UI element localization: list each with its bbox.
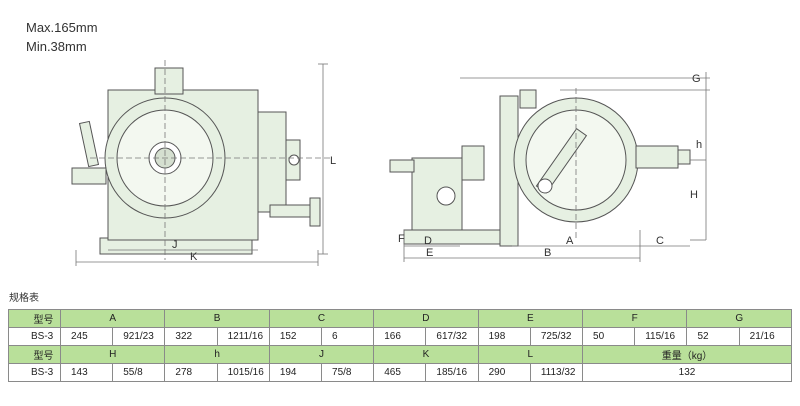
front-crank-arm (269, 204, 316, 218)
range-notes: Max.165mm Min.38mm (26, 18, 98, 56)
table-cell: 1113/32 (529, 363, 584, 382)
table-cell: 278 (164, 363, 218, 382)
table-cell: 166 (373, 327, 427, 346)
header-col-H: H (59, 345, 166, 364)
dim-H-label: H (690, 189, 698, 201)
header-model: 型号 (8, 309, 61, 328)
table-cell: 55/8 (112, 363, 166, 382)
table-cell: 6 (321, 327, 375, 346)
table-cell: 143 (59, 363, 114, 382)
table-row: BS-3 245 921/23 322 1211/16 152 6 166 61… (8, 327, 793, 346)
table-cell: 290 (477, 363, 531, 382)
spec-table-title: 规格表 (9, 293, 39, 304)
header-col-K: K (373, 345, 479, 364)
table-header-row-1: 型号 A B C D E F G (8, 309, 792, 328)
table-cell: 245 (59, 327, 114, 346)
table-cell: 921/23 (112, 327, 166, 346)
side-top-knob (519, 89, 537, 109)
dim-C-label: C (656, 235, 664, 247)
dim-G-label: G (692, 73, 701, 85)
front-crank-handle (309, 197, 321, 227)
table-cell: 1015/16 (216, 363, 270, 382)
front-index-pin (288, 154, 300, 166)
spec-table: 型号 A B C D E F G BS-3 245 921/23 322 121… (8, 309, 793, 382)
table-cell: 1211/16 (216, 327, 270, 346)
table-cell: 617/32 (425, 327, 479, 346)
row1-model: BS-3 (8, 327, 61, 346)
side-lever-knob (537, 178, 553, 194)
table-cell: 52 (686, 327, 740, 346)
table-cell: 725/32 (529, 327, 584, 346)
header-col-J: J (268, 345, 375, 364)
dim-F-label: F (398, 233, 405, 245)
front-side-plate (257, 111, 287, 213)
side-tail-handle (389, 159, 415, 173)
dim-L-label: L (330, 155, 336, 167)
row2-model: BS-3 (8, 363, 61, 382)
table-cell: 322 (164, 327, 218, 346)
table-cell: 21/16 (738, 327, 793, 346)
side-spindle (635, 145, 679, 169)
dim-A-label: A (566, 235, 574, 247)
header-col-F: F (582, 309, 688, 328)
table-cell: 152 (268, 327, 323, 346)
side-tail-hub (436, 186, 456, 206)
side-base (403, 229, 501, 245)
max-note: Max.165mm (26, 20, 98, 35)
front-handle-left (78, 120, 100, 168)
side-tail-center (461, 145, 485, 181)
dim-J-label: J (172, 239, 178, 251)
table-cell: 75/8 (321, 363, 375, 382)
header-model-2: 型号 (8, 345, 61, 364)
weight-cell: 132 (582, 363, 792, 382)
front-top-clamp (154, 67, 184, 95)
dim-K-label: K (190, 251, 198, 263)
technical-drawing: L J K G h H F D E A B C (71, 60, 710, 266)
table-cell: 198 (477, 327, 531, 346)
header-col-B: B (164, 309, 270, 328)
header-col-G: G (686, 309, 792, 328)
table-cell: 185/16 (425, 363, 479, 382)
header-col-D: D (373, 309, 479, 328)
table-cell: 115/16 (634, 327, 688, 346)
header-col-h: h (164, 345, 270, 364)
front-lever-left (71, 167, 107, 185)
header-col-A: A (59, 309, 166, 328)
dim-B-label: B (544, 247, 551, 259)
header-col-C: C (268, 309, 375, 328)
header-col-E: E (477, 309, 584, 328)
dim-h-label: h (696, 139, 702, 151)
header-col-L: L (477, 345, 584, 364)
min-note: Min.38mm (26, 39, 87, 54)
table-row: BS-3 143 55/8 278 1015/16 194 75/8 465 1… (8, 363, 792, 382)
side-spindle-tip (677, 149, 691, 165)
table-header-row-2: 型号 H h J K L 重量（kg） (8, 345, 792, 364)
header-col-weight: 重量（kg） (582, 345, 792, 364)
table-cell: 50 (582, 327, 636, 346)
dim-D-label: D (424, 235, 432, 247)
table-cell: 194 (268, 363, 323, 382)
table-cell: 465 (373, 363, 427, 382)
dim-E-label: E (426, 247, 433, 259)
